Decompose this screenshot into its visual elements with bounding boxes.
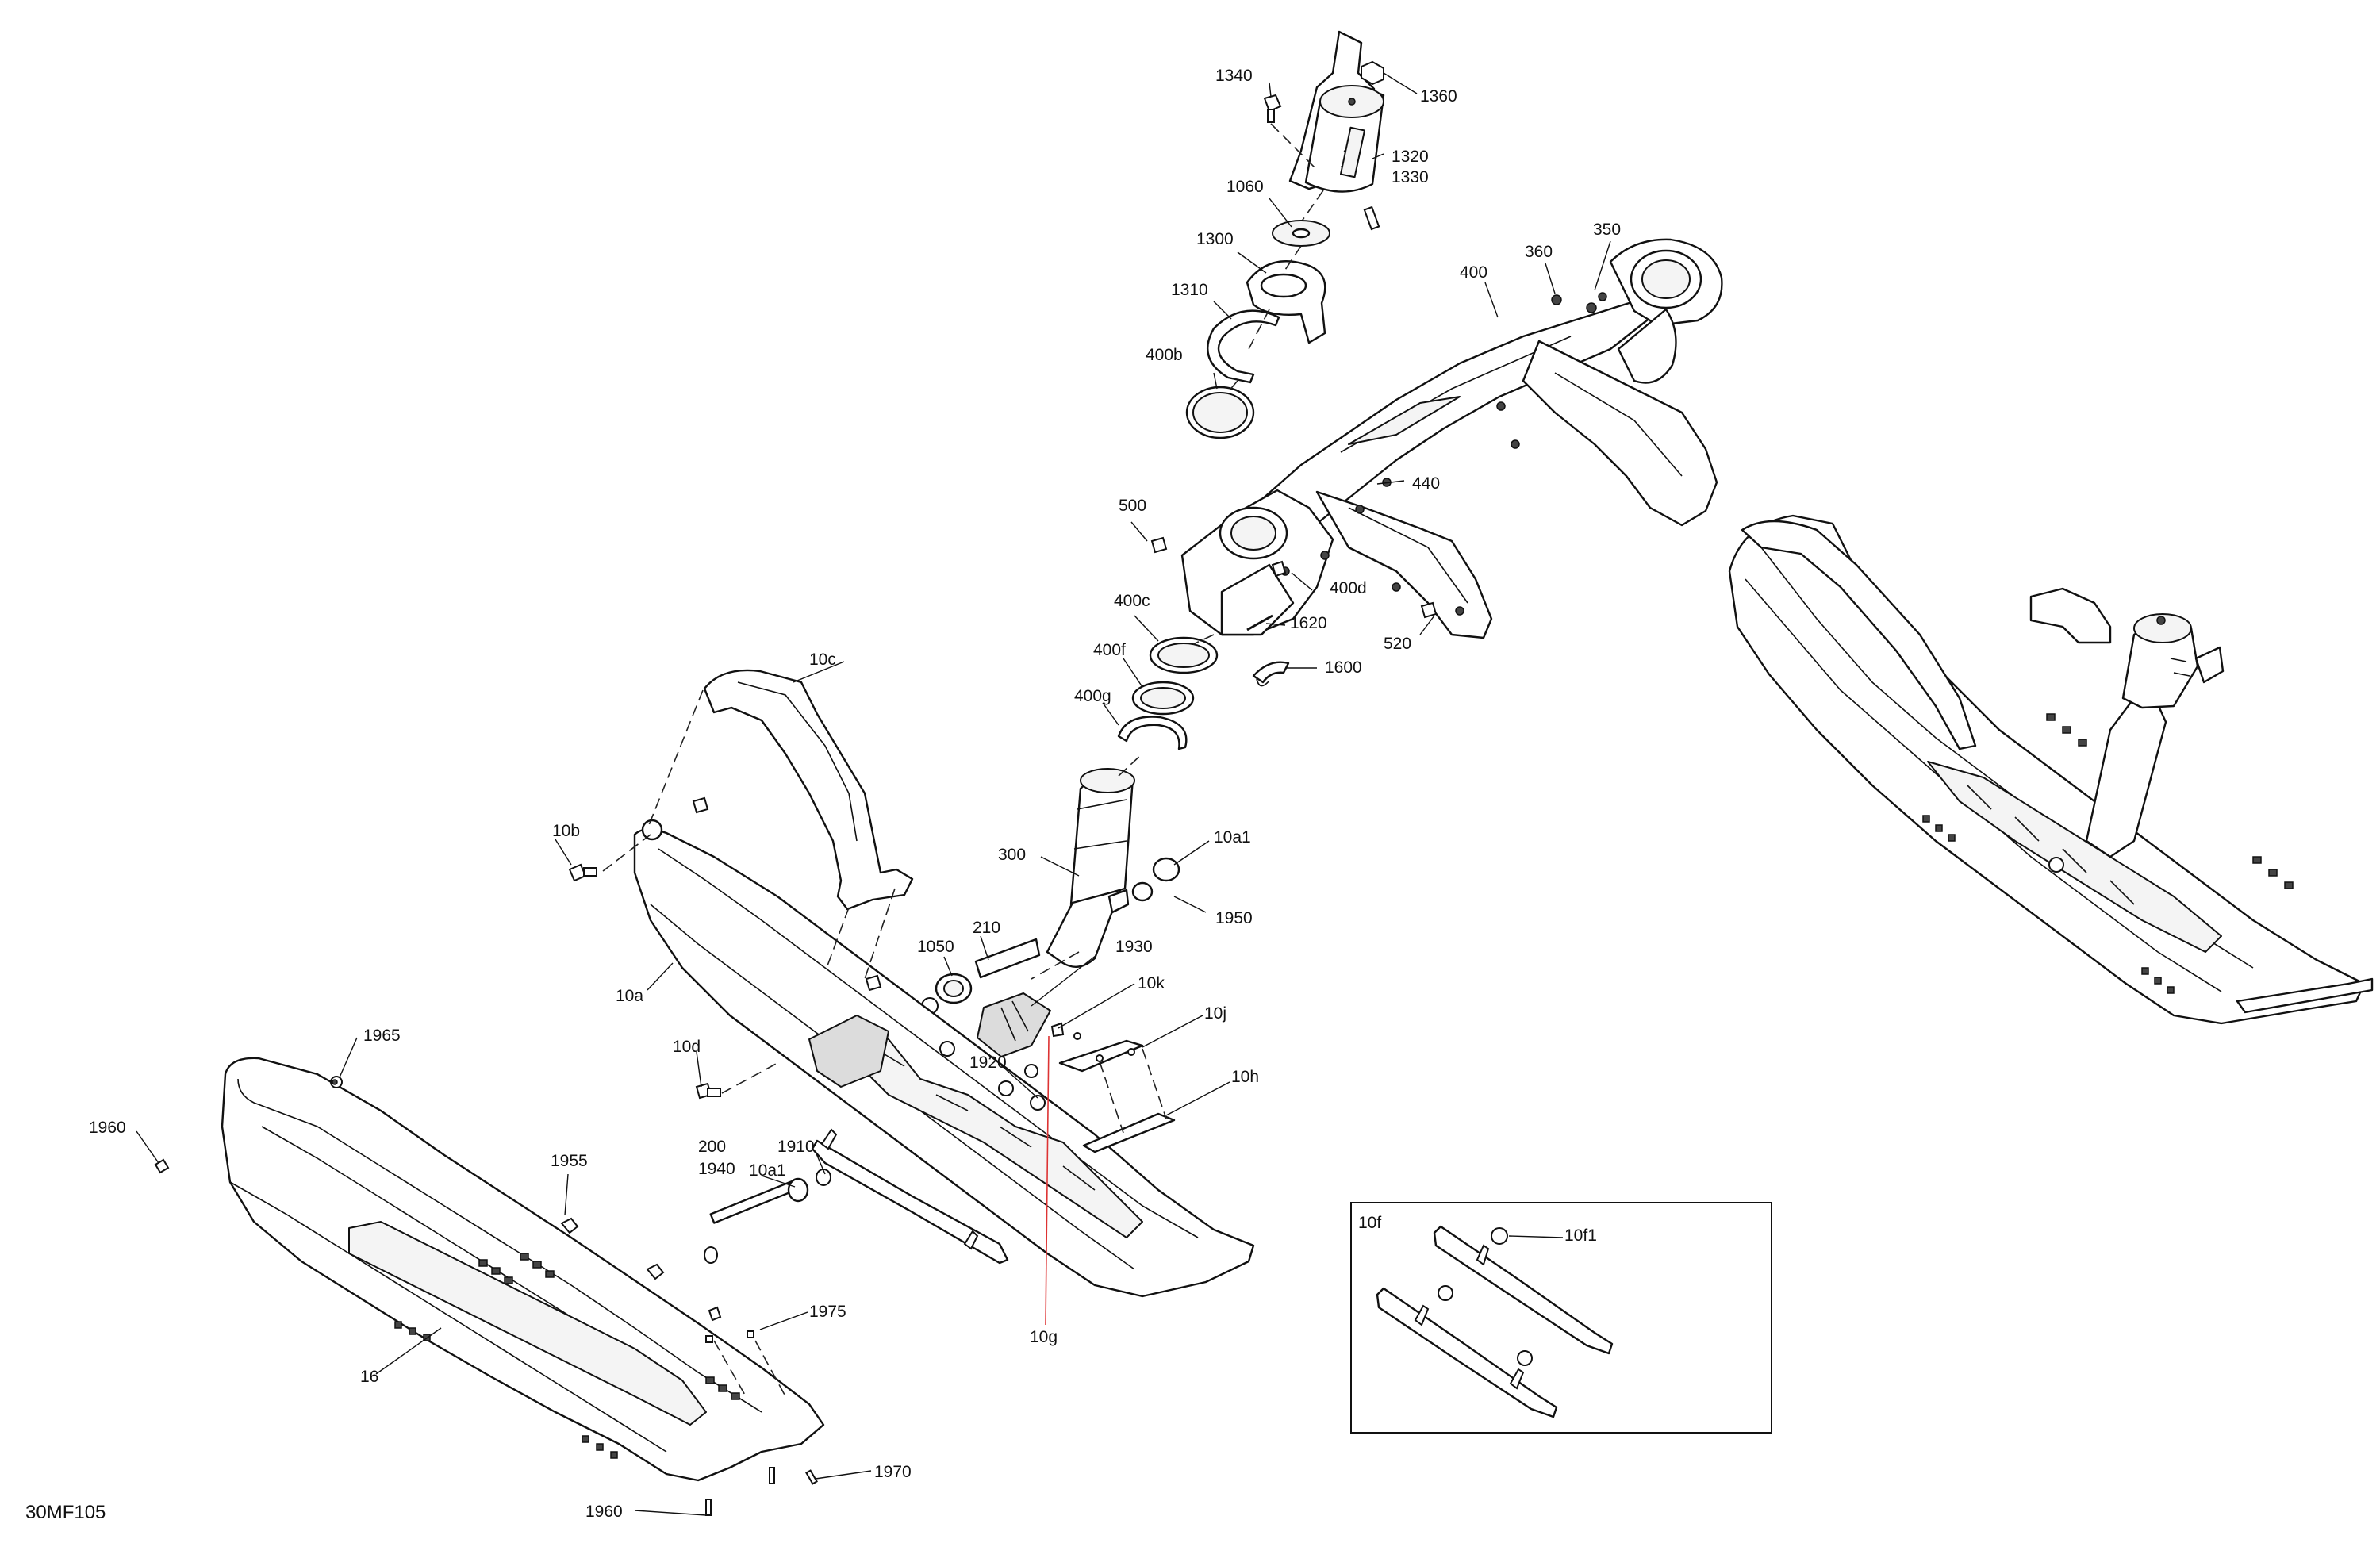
callout-1620: 1620	[1290, 614, 1327, 632]
ski-16	[154, 1057, 825, 1516]
ski-runners	[811, 1032, 1176, 1265]
callout-10f: 10f	[1358, 1214, 1381, 1232]
shock-cap-assembly	[1263, 30, 1385, 231]
callout-1300: 1300	[1196, 230, 1234, 248]
assembled-ski	[1728, 514, 2374, 1025]
frame-bolts	[1150, 292, 1607, 619]
ski-10a	[568, 669, 1255, 1298]
callout-labels: 1360 1340 1320 1330 1060 1300 1310 400b …	[89, 67, 1621, 1521]
callout-400d: 400d	[1330, 579, 1367, 597]
callout-210: 210	[973, 919, 1000, 937]
callout-400b: 400b	[1146, 346, 1183, 364]
callout-1950: 1950	[1215, 909, 1253, 927]
callout-10b: 10b	[552, 822, 580, 840]
callout-1960-bottom: 1960	[585, 1503, 623, 1521]
callout-1330: 1330	[1392, 168, 1429, 186]
callout-1310: 1310	[1171, 281, 1208, 299]
callout-10g: 10g	[1030, 1328, 1058, 1346]
callout-400c: 400c	[1114, 592, 1150, 610]
callout-400f: 400f	[1093, 641, 1126, 659]
callout-10a1-top: 10a1	[1214, 828, 1251, 846]
callout-10f1: 10f1	[1564, 1226, 1597, 1245]
shock-rings	[1117, 634, 1219, 750]
callout-400g: 400g	[1074, 687, 1111, 705]
callout-10h: 10h	[1231, 1068, 1259, 1086]
callout-1920: 1920	[969, 1054, 1007, 1072]
callout-1970: 1970	[874, 1463, 912, 1481]
callout-350: 350	[1593, 221, 1621, 239]
callout-500: 500	[1119, 497, 1146, 515]
leader-lines	[136, 72, 1611, 1516]
callout-440: 440	[1412, 474, 1440, 493]
callout-360: 360	[1525, 243, 1553, 261]
callout-10a1-low: 10a1	[749, 1161, 786, 1180]
callout-16: 16	[360, 1368, 378, 1386]
inset-frame	[1350, 1202, 1772, 1434]
callout-1940: 1940	[698, 1160, 735, 1178]
callout-10a: 10a	[616, 987, 643, 1005]
callout-1910: 1910	[777, 1138, 815, 1156]
callout-520: 520	[1384, 635, 1411, 653]
steering-frame-400	[1150, 238, 1723, 687]
shock-absorber-300	[1046, 753, 1143, 968]
callout-300: 300	[998, 846, 1026, 864]
callout-10j: 10j	[1204, 1004, 1226, 1023]
callout-1975: 1975	[809, 1303, 846, 1321]
runner-inset-10f	[1350, 1202, 1772, 1434]
callout-400: 400	[1460, 263, 1488, 282]
diagram-code: 30MF105	[25, 1502, 106, 1523]
callout-1060: 1060	[1226, 178, 1264, 196]
callout-1360: 1360	[1420, 87, 1457, 106]
callout-1960-top: 1960	[89, 1119, 126, 1137]
spindle-hardware	[921, 857, 1180, 1057]
callout-1600: 1600	[1325, 658, 1362, 677]
mount-bolt-200	[704, 1169, 831, 1264]
callout-1340: 1340	[1215, 67, 1253, 85]
callout-1955: 1955	[551, 1152, 588, 1170]
callout-200: 200	[698, 1138, 726, 1156]
callout-1050: 1050	[917, 938, 954, 956]
callout-10d: 10d	[673, 1038, 701, 1056]
callout-10k: 10k	[1138, 974, 1165, 992]
callout-1930: 1930	[1115, 938, 1153, 956]
callout-1320: 1320	[1392, 148, 1429, 166]
upper-washers	[1185, 220, 1330, 439]
callout-10c: 10c	[809, 651, 836, 669]
callout-1965: 1965	[363, 1027, 401, 1045]
